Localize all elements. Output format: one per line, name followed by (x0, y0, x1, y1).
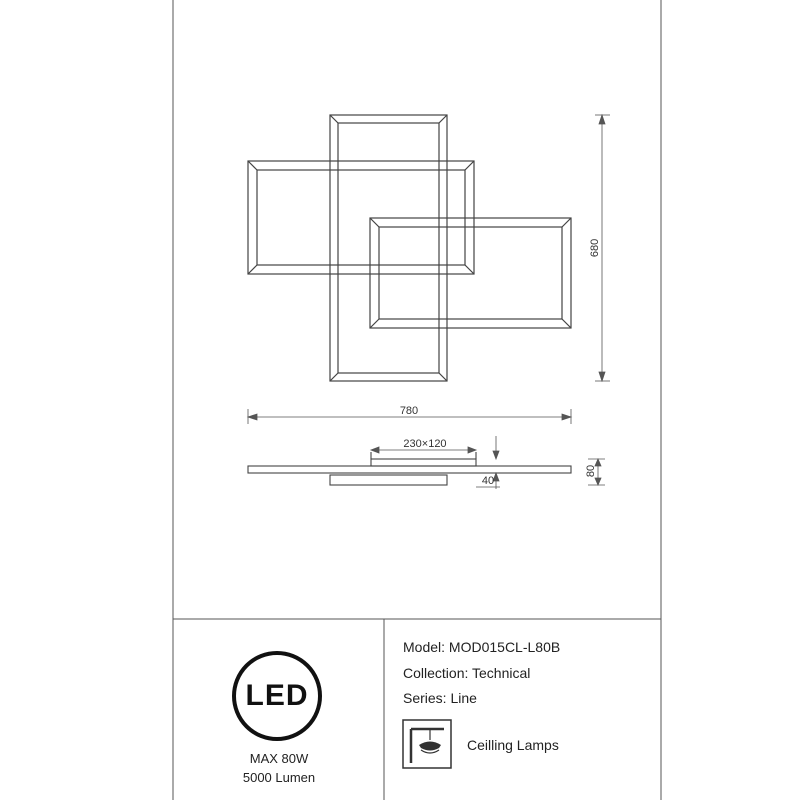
model-label: Model: (403, 639, 449, 655)
module-dimension-label: 230×120 (403, 438, 446, 450)
frame-right (369, 217, 572, 329)
series-line: Series: Line (403, 690, 477, 706)
max-power: MAX 80W (249, 751, 309, 766)
sheet-frame (172, 0, 662, 800)
series-label: Series: (403, 690, 451, 706)
fixture-top-view (247, 114, 572, 382)
luminous-flux: 5000 Lumen (242, 770, 316, 785)
fixture-side-view (247, 452, 572, 486)
thickness-dimension-label: 80 (585, 465, 597, 477)
category-label: Ceilling Lamps (467, 737, 559, 753)
series-value: Line (450, 690, 477, 706)
led-logo-text: LED (245, 679, 309, 712)
depth-marker (476, 436, 500, 489)
model-line: Model: MOD015CL-L80B (403, 639, 560, 655)
collection-line: Collection: Technical (403, 665, 530, 681)
height-dimension-line (595, 113, 610, 383)
width-dimension-label: 780 (400, 405, 418, 417)
led-logo: LED (232, 651, 322, 741)
ceiling-lamp-icon (402, 719, 452, 769)
model-value: MOD015CL-L80B (448, 639, 561, 655)
collection-label: Collection: (403, 665, 473, 681)
thickness-dimension-line (588, 457, 605, 487)
module-dimension-line (369, 446, 478, 454)
width-dimension-line (246, 409, 573, 424)
height-dimension-label: 680 (589, 239, 601, 257)
frame-center (329, 114, 448, 382)
collection-value: Technical (472, 665, 531, 681)
panel-depth-label: 40 (482, 475, 494, 487)
